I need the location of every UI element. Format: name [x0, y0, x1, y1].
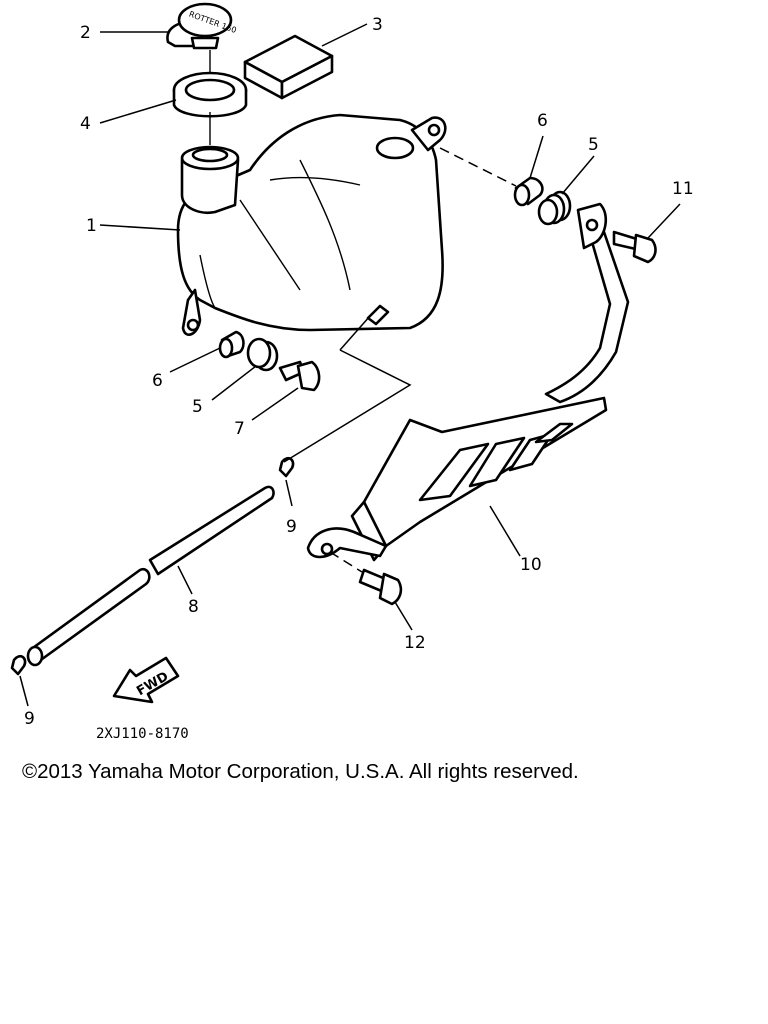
callout-9-upper: 9: [286, 517, 297, 537]
gasket-ring: [172, 71, 248, 118]
parts-diagram: ROTTER 160: [10, 2, 694, 742]
callout-4: 4: [80, 114, 91, 134]
callout-9-lower: 9: [24, 709, 35, 729]
copyright-notice: ©2013 Yamaha Motor Corporation, U.S.A. A…: [22, 760, 579, 783]
hose-clip-upper: [278, 456, 295, 478]
fuel-tank: [176, 113, 447, 336]
collar-upper: [513, 176, 544, 207]
callout-5-upper: 5: [588, 135, 599, 155]
fuel-cap: ROTTER 160: [166, 2, 238, 50]
callout-8: 8: [188, 597, 199, 617]
hose-clip-lower: [10, 654, 27, 676]
callout-12: 12: [404, 633, 426, 653]
callout-7: 7: [234, 419, 245, 439]
collar-lower: [218, 330, 245, 359]
bolt-7: [278, 360, 321, 392]
bolt-11: [612, 230, 657, 264]
callout-5-lower: 5: [192, 397, 203, 417]
callout-10: 10: [520, 555, 542, 575]
callout-3: 3: [372, 15, 383, 35]
forward-arrow-icon: FWD: [112, 656, 180, 704]
bracket: [306, 202, 630, 562]
exploded-view: ROTTER 160: [10, 2, 694, 742]
grommet-upper: [537, 190, 572, 226]
fuel-hose: [26, 485, 275, 667]
callout-2: 2: [80, 23, 91, 43]
callout-6-lower: 6: [152, 371, 163, 391]
bolt-12: [358, 568, 403, 606]
callout-1: 1: [86, 216, 97, 236]
pad: [243, 34, 334, 100]
callout-6-upper: 6: [537, 111, 548, 131]
drawing-code: 2XJ110-8170: [96, 726, 189, 742]
grommet-lower: [246, 337, 279, 372]
callout-11: 11: [672, 179, 694, 199]
